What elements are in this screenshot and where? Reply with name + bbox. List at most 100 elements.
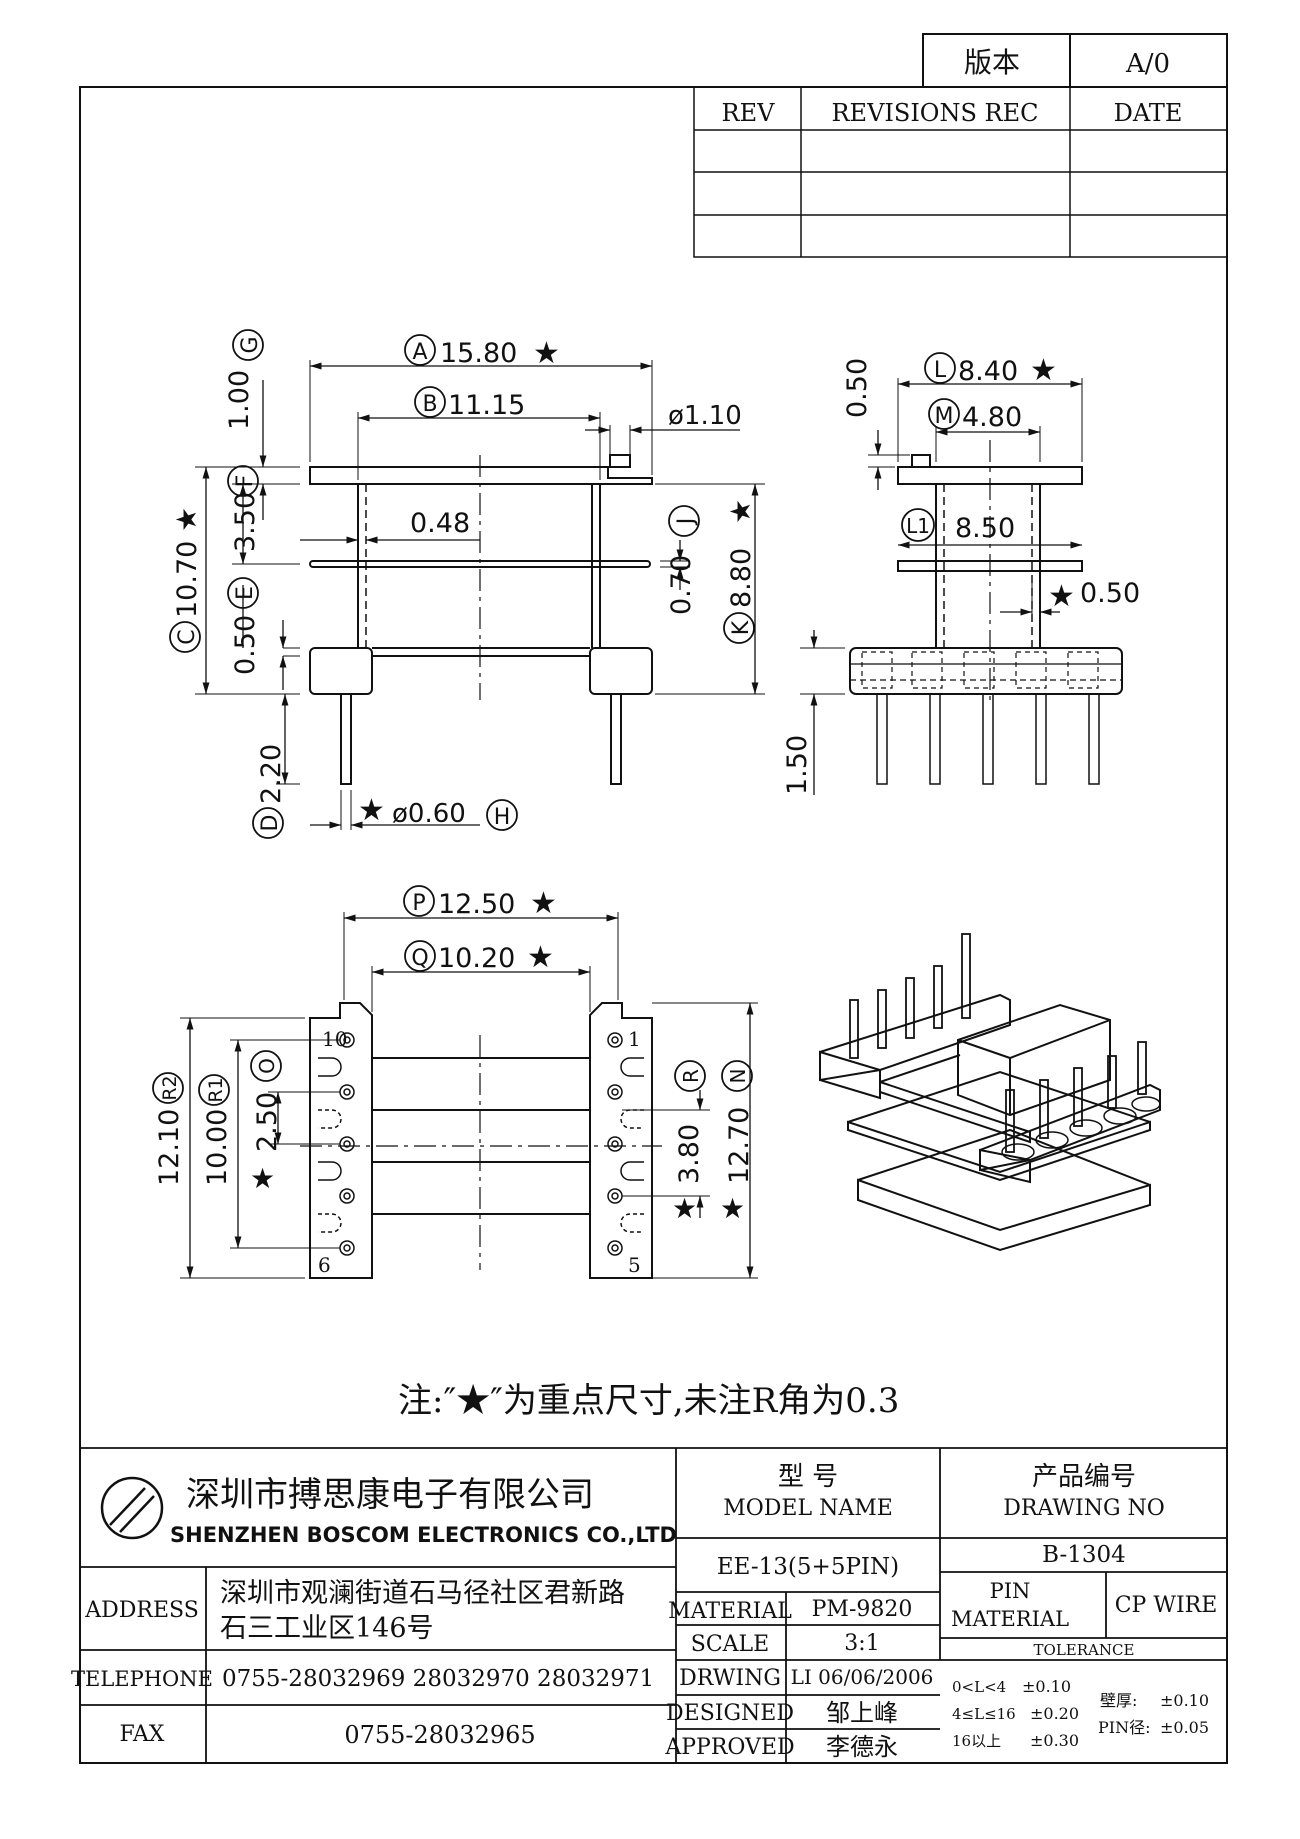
dim-letter-e: E: [233, 586, 258, 600]
dim-j-value: 0.70: [666, 555, 697, 615]
pin-number: 10: [322, 1027, 347, 1051]
dim-letter-r2: R2: [159, 1075, 181, 1100]
dim-b-value: 11.15: [448, 390, 525, 421]
wall-label: 壁厚:: [1100, 1691, 1137, 1710]
dim-l1-value: 8.50: [955, 513, 1015, 544]
dim-n-value: 12.70: [724, 1107, 755, 1184]
star-icon: ★: [250, 1162, 275, 1195]
dim-letter-c: C: [175, 629, 200, 644]
designed-label: DESIGNED: [666, 1701, 794, 1726]
dim-m-value: 4.80: [962, 402, 1022, 433]
drwing-value: LI 06/06/2006: [791, 1665, 934, 1689]
company-name-en: SHENZHEN BOSCOM ELECTRONICS CO.,LTD: [170, 1523, 677, 1547]
company-logo-icon: [100, 1476, 164, 1540]
approved-label: APPROVED: [664, 1735, 794, 1760]
dim-letter-f: F: [233, 475, 258, 488]
version-label: 版本: [964, 46, 1020, 79]
tol-range: 4≤L≤16: [952, 1705, 1016, 1723]
dim-c-value: 10.70: [172, 541, 203, 618]
star-icon: ★: [533, 336, 560, 371]
pin-material-label-2: MATERIAL: [951, 1607, 1069, 1631]
address-label: ADDRESS: [84, 1598, 199, 1623]
tol-value: ±0.20: [1030, 1704, 1079, 1723]
scale-label: SCALE: [691, 1632, 769, 1657]
dim-side-step-value: 0.50: [1080, 578, 1140, 609]
dim-a-value: 15.80: [440, 338, 517, 369]
dim-d-value: 2.20: [256, 744, 287, 804]
dim-e-value: 0.50: [230, 615, 261, 675]
revision-table: REV REVISIONS REC DATE: [693, 86, 1228, 258]
scale-value: 3:1: [844, 1631, 879, 1656]
star-icon: ★: [527, 940, 554, 975]
dim-letter-b: B: [422, 392, 437, 417]
dim-letter-a: A: [412, 340, 427, 365]
front-view: A 15.80 ★ B 11.15 ø1.10 G 1.00 C 10.70 ★: [169, 329, 765, 839]
star-icon: ★: [1048, 579, 1075, 614]
address-line1: 深圳市观澜街道石马径社区君新路: [220, 1578, 625, 1609]
note-text: 注:″★″为重点尺寸,未注R角为0.3: [398, 1381, 899, 1421]
dim-f-value: 3.50: [230, 492, 261, 552]
material-label: MATERIAL: [668, 1599, 792, 1624]
pin-material-label-1: PIN: [990, 1579, 1031, 1603]
fax-label: FAX: [120, 1722, 165, 1747]
dim-k-value: 8.80: [726, 548, 757, 608]
telephone-label: TELEPHONE: [71, 1667, 213, 1691]
wall-value: ±0.10: [1160, 1691, 1209, 1710]
dim-letter-n: N: [726, 1069, 750, 1084]
dim-letter-r: R: [679, 1069, 703, 1083]
dim-letter-q: Q: [411, 946, 428, 971]
fax-value: 0755-28032965: [344, 1721, 535, 1749]
drawing-no-cn: 产品编号: [1032, 1462, 1136, 1492]
dim-letter-d: D: [258, 815, 283, 832]
star-icon: ★: [358, 793, 385, 828]
address-line2: 石三工业区146号: [220, 1613, 434, 1644]
dim-letter-l: L: [934, 358, 947, 383]
telephone-value: 0755-28032969 28032970 28032971: [222, 1666, 654, 1692]
dim-letter-l1: L1: [906, 514, 930, 538]
revisions-rec-header: REVISIONS REC: [831, 99, 1038, 127]
approved-value: 李德永: [826, 1733, 898, 1761]
dim-h-value: ø0.60: [392, 799, 466, 829]
tol-range: 0<L<4: [952, 1678, 1006, 1696]
tol-range: 16以上: [952, 1732, 1001, 1750]
tol-value: ±0.30: [1030, 1731, 1079, 1750]
dim-letter-r1: R1: [205, 1077, 227, 1102]
pin-number: 6: [318, 1253, 331, 1277]
pin-number: 5: [628, 1253, 641, 1277]
dim-pinhole-value: ø1.10: [668, 401, 742, 431]
dim-side-top-value: 0.50: [842, 358, 873, 418]
isometric-view: [819, 933, 1161, 1252]
tol-value: ±0.10: [1022, 1677, 1071, 1696]
star-icon: ★: [672, 1192, 697, 1225]
dim-letter-g: G: [238, 336, 263, 353]
pin-dia-value: ±0.05: [1160, 1718, 1209, 1737]
star-icon: ★: [1030, 353, 1057, 388]
dim-g-value: 1.00: [224, 370, 255, 430]
star-icon: ★: [170, 507, 203, 532]
dim-side-pin-value: 1.50: [782, 735, 813, 795]
dim-letter-o: O: [255, 1058, 279, 1074]
dim-r1-value: 10.00: [202, 1109, 233, 1186]
side-view: L 8.40 ★ M 4.80 0.50 L1 8.50 ★ 0.50 1.50: [782, 352, 1140, 795]
dim-p-value: 12.50: [438, 889, 515, 920]
dim-q-value: 10.20: [438, 943, 515, 974]
rev-header: REV: [722, 99, 776, 127]
version-box: 版本 A/0: [922, 33, 1228, 88]
model-name-cn: 型 号: [778, 1462, 838, 1492]
material-value: PM-9820: [812, 1597, 913, 1622]
designed-value: 邹上峰: [826, 1699, 898, 1727]
drwing-label: DRWING: [679, 1666, 781, 1691]
tolerance-label: TOLERANCE: [1034, 1641, 1135, 1659]
drawing-no-en: DRAWING NO: [1003, 1496, 1165, 1521]
dim-r-value: 3.80: [674, 1124, 705, 1184]
dim-letter-p: P: [412, 891, 425, 916]
model-name-en: MODEL NAME: [723, 1496, 893, 1521]
company-name-cn: 深圳市搏思康电子有限公司: [186, 1475, 594, 1515]
sheet-border: [79, 86, 1228, 1764]
title-block: 深圳市搏思康电子有限公司 SHENZHEN BOSCOM ELECTRONICS…: [71, 1447, 1227, 1763]
dim-l-value: 8.40: [958, 356, 1018, 387]
version-value: A/0: [1125, 49, 1170, 79]
pin-number: 1: [628, 1027, 641, 1051]
dim-r2-value: 12.10: [154, 1109, 185, 1186]
